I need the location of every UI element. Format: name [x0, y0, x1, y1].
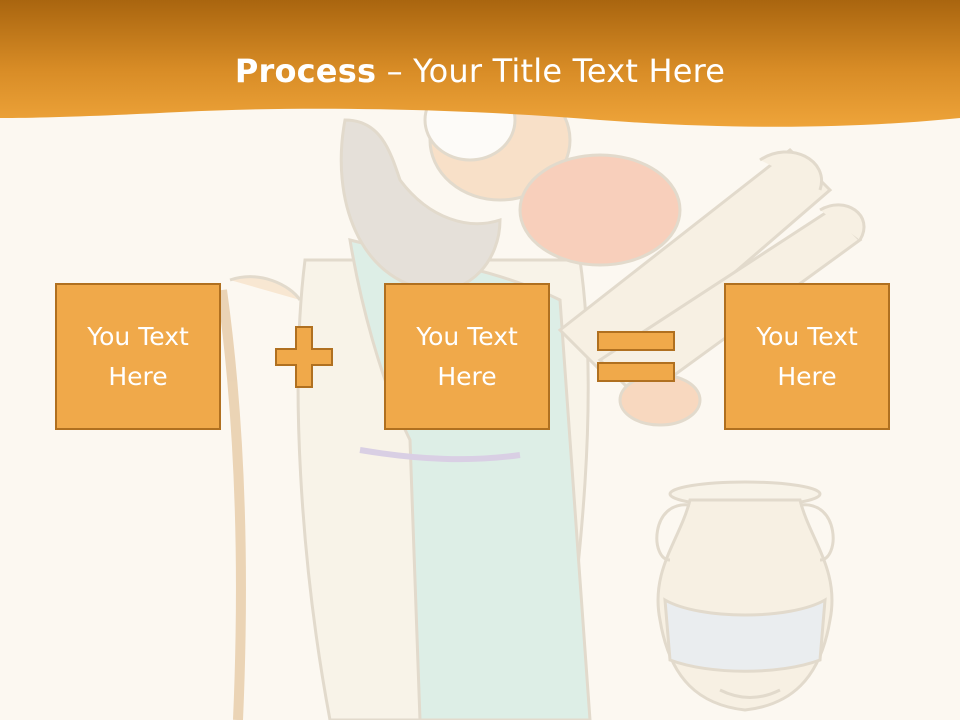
- title-rest: Your Title Text Here: [413, 52, 726, 90]
- process-box-3: You Text Here: [724, 283, 890, 430]
- title-separator: –: [376, 52, 414, 90]
- title-bold: Process: [234, 52, 377, 90]
- process-box-1: You Text Here: [55, 283, 221, 430]
- header-banner: [0, 0, 960, 127]
- plus-icon: [275, 326, 333, 388]
- process-box-3-text: You Text Here: [756, 321, 858, 391]
- process-box-2: You Text Here: [384, 283, 550, 430]
- process-box-2-text: You Text Here: [416, 321, 518, 391]
- process-box-1-text: You Text Here: [87, 321, 189, 391]
- equals-icon: [597, 331, 675, 382]
- slide-title: Process – Your Title Text Here: [0, 52, 960, 90]
